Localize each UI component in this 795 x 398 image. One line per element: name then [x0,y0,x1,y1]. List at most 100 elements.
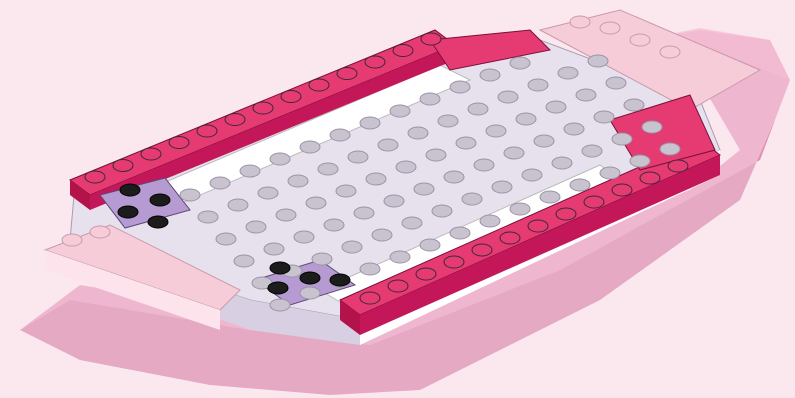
magenta-stud [556,208,576,220]
deck-stud [348,151,368,163]
deck-stud [480,215,500,227]
deck-stud [198,211,218,223]
deck-stud [288,175,308,187]
deck-stud [558,67,578,79]
deck-stud [264,243,284,255]
pink-stud [630,34,650,46]
magenta-stud [640,172,660,184]
magenta-stud [668,160,688,172]
deck-stud [588,55,608,67]
deck-stud [378,139,398,151]
pink-stud [600,22,620,34]
deck-stud [660,143,680,155]
deck-stud [528,79,548,91]
pink-stud [660,46,680,58]
deck-stud [432,205,452,217]
deck-stud [270,153,290,165]
magenta-stud [281,91,301,103]
deck-stud [354,207,374,219]
magenta-stud [472,244,492,256]
black-stud [150,194,170,206]
magenta-stud [421,33,441,45]
deck-stud [366,173,386,185]
deck-stud [456,137,476,149]
deck-stud [390,105,410,117]
deck-stud [576,89,596,101]
magenta-stud [388,280,408,292]
deck-stud [414,183,434,195]
magenta-stud [416,268,436,280]
deck-stud [444,171,464,183]
magenta-stud [444,256,464,268]
deck-stud [594,111,614,123]
deck-stud [552,157,572,169]
deck-stud [612,133,632,145]
deck-stud [450,81,470,93]
deck-stud [312,253,332,265]
deck-stud [396,161,416,173]
deck-stud [624,99,644,111]
deck-stud [216,233,236,245]
deck-stud [294,231,314,243]
deck-stud [630,155,650,167]
deck-stud [474,159,494,171]
deck-stud [516,113,536,125]
deck-stud [210,177,230,189]
deck-stud [462,193,482,205]
deck-stud [546,101,566,113]
magenta-stud [365,56,385,68]
deck-stud [246,221,266,233]
deck-stud [372,229,392,241]
deck-stud [642,121,662,133]
magenta-stud [113,160,133,172]
deck-stud [540,191,560,203]
magenta-stud [337,68,357,80]
deck-stud [420,239,440,251]
magenta-stud [393,45,413,57]
deck-stud [300,287,320,299]
black-stud [148,216,168,228]
deck-stud [420,93,440,105]
pink-stud [62,234,82,246]
magenta-stud [197,125,217,137]
deck-stud [606,77,626,89]
deck-stud [384,195,404,207]
deck-stud [426,149,446,161]
deck-stud [570,179,590,191]
deck-stud [522,169,542,181]
deck-stud [438,115,458,127]
deck-stud [240,165,260,177]
deck-stud [234,255,254,267]
deck-stud [510,57,530,69]
deck-stud [360,263,380,275]
deck-stud [534,135,554,147]
deck-stud [390,251,410,263]
deck-stud [510,203,530,215]
magenta-stud [528,220,548,232]
deck-stud [468,103,488,115]
pink-stud [90,226,110,238]
black-stud [120,184,140,196]
deck-stud [498,91,518,103]
deck-stud [402,217,422,229]
pink-stud [570,16,590,28]
magenta-stud [169,137,189,149]
deck-stud [450,227,470,239]
black-stud [300,272,320,284]
magenta-stud [309,79,329,91]
deck-stud [330,129,350,141]
deck-stud [492,181,512,193]
deck-stud [600,167,620,179]
magenta-stud [584,196,604,208]
magenta-stud [360,292,380,304]
deck-stud [564,123,584,135]
deck-stud [306,197,326,209]
deck-stud [336,185,356,197]
deck-stud [480,69,500,81]
deck-stud [318,163,338,175]
black-stud [268,282,288,294]
magenta-stud [253,102,273,114]
magenta-stud [225,114,245,126]
deck-stud [270,299,290,311]
